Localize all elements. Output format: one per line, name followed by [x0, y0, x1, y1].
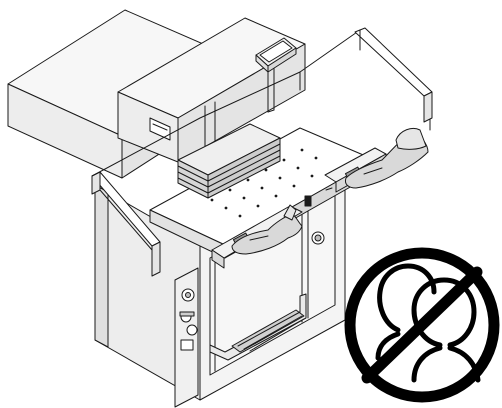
foot-pedal	[210, 294, 306, 360]
prohibition-sign	[350, 253, 494, 397]
right-hand-icon	[345, 128, 428, 188]
machine-base	[95, 165, 345, 400]
right-safety-guard	[300, 28, 432, 130]
left-safety-guard	[92, 72, 300, 276]
table-air-holes	[210, 148, 318, 218]
touch-screen-panel	[256, 38, 296, 72]
left-controls-column	[175, 268, 198, 407]
front-indicators	[305, 188, 332, 244]
left-hand-icon	[232, 205, 302, 254]
paper-stack	[178, 124, 280, 198]
cutter-head	[118, 18, 305, 162]
